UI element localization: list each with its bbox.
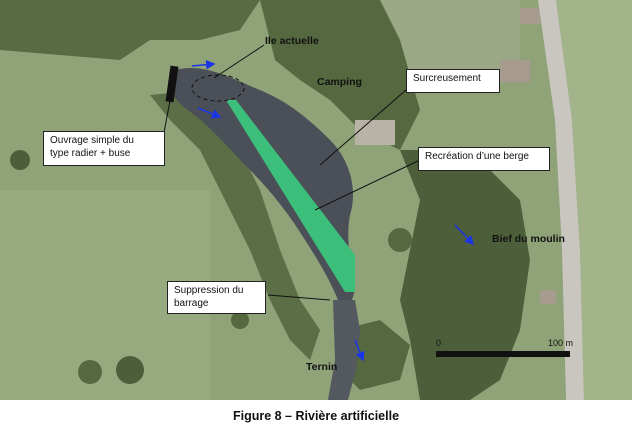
tree: [116, 356, 144, 384]
flow-arrow-icon: [454, 224, 475, 246]
label-ternin: Ternin: [306, 361, 338, 373]
label-ouvrage: Ouvrage simple du type radier + buse: [43, 131, 165, 166]
berge-recreation-area: [226, 100, 355, 292]
dam-structure-icon: [165, 65, 179, 103]
leader-line: [314, 159, 421, 211]
river-lake: [169, 68, 355, 300]
road: [538, 0, 584, 400]
label-bief-du-moulin: Bief du moulin: [492, 233, 565, 245]
river-downstream: [328, 300, 360, 400]
building: [500, 60, 530, 82]
leader-line: [162, 89, 173, 139]
label-suppression-barrage: Suppression du barrage: [167, 281, 266, 314]
building: [520, 8, 540, 24]
woodland-east: [400, 150, 530, 400]
label-ile-actuelle: Ile actuelle: [265, 35, 319, 47]
leader-line: [267, 294, 331, 301]
label-surcreusement: Surcreusement: [406, 69, 500, 93]
woodland-north-west: [0, 0, 260, 60]
tree: [78, 360, 102, 384]
flow-arrow-icon: [354, 339, 365, 362]
tree: [10, 150, 30, 170]
label-camping: Camping: [317, 76, 362, 88]
scale-start-label: 0: [436, 338, 442, 348]
tree: [388, 228, 412, 252]
building: [355, 120, 395, 145]
figure-caption: Figure 8 – Rivière artificielle: [232, 409, 400, 423]
leader-line: [319, 89, 407, 166]
flow-arrow-icon: [191, 59, 216, 70]
scale-bar: [436, 351, 570, 357]
aerial-map: Ile actuelle Camping Surcreusement Ouvra…: [0, 0, 632, 400]
aerial-photo: [0, 0, 632, 400]
tree: [231, 311, 249, 329]
leader-line: [213, 44, 265, 79]
flow-arrow-icon: [197, 107, 222, 119]
riparian-trees-west: [150, 90, 320, 360]
field-east: [556, 0, 632, 400]
scale-end-label: 100 m: [548, 338, 574, 348]
label-recreation-berge: Recréation d’une berge: [418, 147, 550, 171]
building: [540, 290, 556, 304]
